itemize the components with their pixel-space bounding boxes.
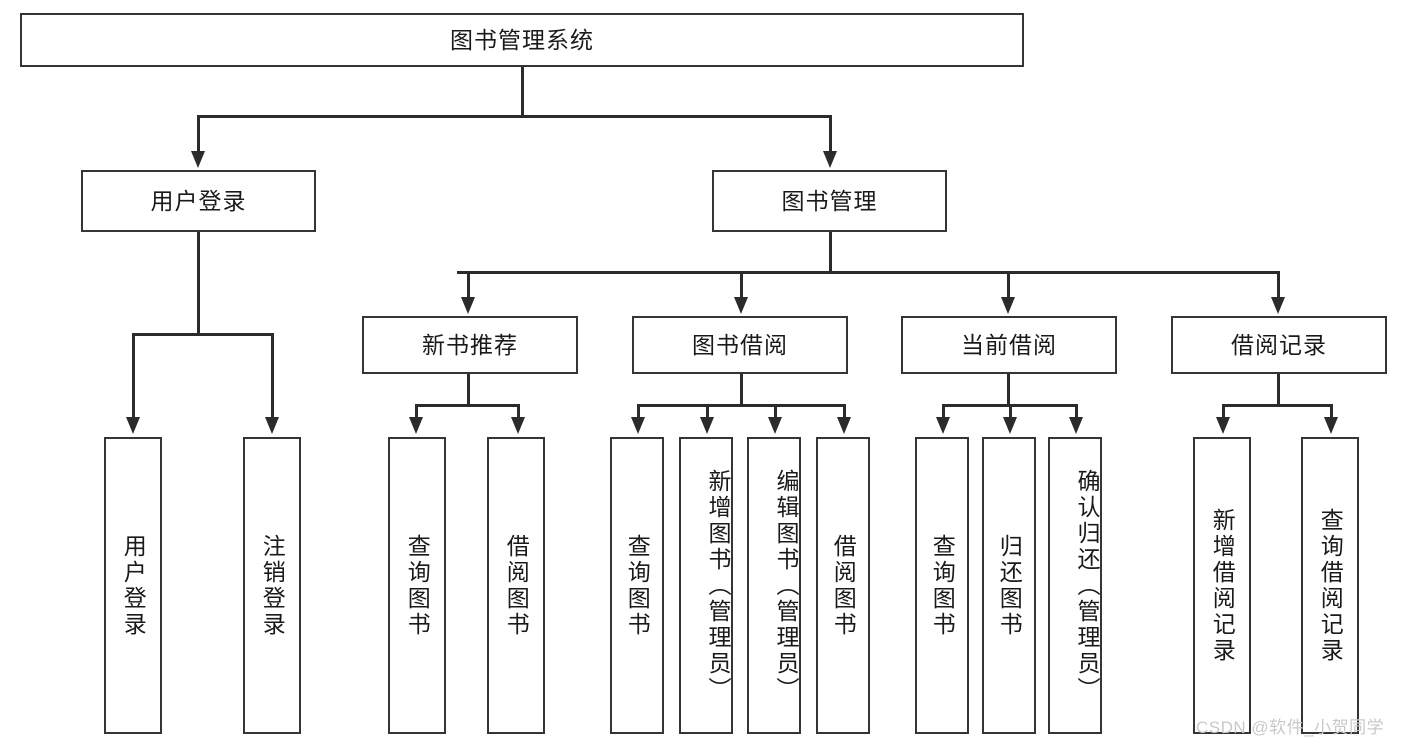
- node-label: 当前借阅: [961, 331, 1057, 358]
- leaf-nbr-borrow-book: 借阅图书: [487, 437, 545, 734]
- edge-bm-drop-1: [467, 271, 470, 299]
- node-label: 查询图书: [929, 533, 956, 638]
- node-label: 查询图书: [404, 533, 431, 638]
- node-label: 图书借阅: [692, 331, 788, 358]
- edge-book-manage-trunk: [829, 232, 832, 274]
- edge-bb-trunk: [740, 374, 743, 406]
- node-label: 借阅图书: [503, 533, 530, 638]
- edge-root-trunk: [521, 67, 524, 117]
- node-label: 编辑图书（管理员）: [773, 468, 799, 703]
- node-current-borrow: 当前借阅: [901, 316, 1117, 374]
- leaf-bb-add-book: 新增图书（管理员）: [679, 437, 733, 734]
- edge-bb-drop-1: [637, 404, 640, 419]
- node-label: 查询借阅记录: [1317, 507, 1344, 664]
- edge-root-to-book-manage: [829, 115, 832, 153]
- node-book-manage: 图书管理: [712, 170, 947, 232]
- arrow-to-user-login: [191, 151, 205, 168]
- node-label: 用户登录: [120, 533, 147, 638]
- edge-nbr-drop-1: [415, 404, 418, 419]
- arrow-to-new-book-recommend: [461, 297, 475, 314]
- edge-br-bus: [1222, 404, 1333, 407]
- edge-br-drop-2: [1330, 404, 1333, 419]
- edge-cb-trunk: [1007, 374, 1010, 406]
- node-label: 归还图书: [996, 533, 1023, 638]
- node-book-borrow: 图书借阅: [632, 316, 848, 374]
- node-label: 借阅记录: [1231, 331, 1327, 358]
- arrow-to-book-borrow: [734, 297, 748, 314]
- csdn-watermark: CSDN @软件_小贺同学: [1196, 718, 1385, 737]
- edge-bb-drop-3: [774, 404, 777, 419]
- leaf-bb-query-book: 查询图书: [610, 437, 664, 734]
- arrow-leaf-br-query-record: [1324, 417, 1338, 434]
- edge-nbr-bus: [415, 404, 520, 407]
- node-label: 注销登录: [259, 533, 286, 638]
- edge-bm-drop-3: [1007, 271, 1010, 299]
- node-new-book-recommend: 新书推荐: [362, 316, 578, 374]
- arrow-leaf-bb-borrow-book: [837, 417, 851, 434]
- node-label: 图书管理系统: [450, 26, 594, 53]
- edge-root-to-user-login: [197, 115, 200, 153]
- edge-book-manage-bus: [457, 271, 1279, 274]
- node-label: 图书管理: [781, 187, 878, 214]
- leaf-cb-confirm-return: 确认归还（管理员）: [1048, 437, 1102, 734]
- arrow-to-book-manage: [823, 151, 837, 168]
- arrow-leaf-cb-query-book: [936, 417, 950, 434]
- leaf-bb-borrow-book: 借阅图书: [816, 437, 870, 734]
- arrow-leaf-br-add-record: [1216, 417, 1230, 434]
- arrow-leaf-bb-edit-book: [768, 417, 782, 434]
- leaf-logout: 注销登录: [243, 437, 301, 734]
- edge-bb-bus: [637, 404, 846, 407]
- edge-br-trunk: [1277, 374, 1280, 406]
- leaf-cb-return-book: 归还图书: [982, 437, 1036, 734]
- node-label: 新增借阅记录: [1209, 507, 1236, 664]
- node-label: 借阅图书: [830, 533, 857, 638]
- leaf-cb-query-book: 查询图书: [915, 437, 969, 734]
- edge-cb-drop-1: [942, 404, 945, 419]
- edge-cb-drop-3: [1075, 404, 1078, 419]
- arrow-to-current-borrow: [1001, 297, 1015, 314]
- arrow-leaf-cb-return-book: [1003, 417, 1017, 434]
- leaf-br-add-record: 新增借阅记录: [1193, 437, 1251, 734]
- edge-bb-drop-4: [843, 404, 846, 419]
- node-label: 确认归还（管理员）: [1074, 468, 1100, 703]
- arrow-leaf-bb-add-book: [700, 417, 714, 434]
- leaf-br-query-record: 查询借阅记录: [1301, 437, 1359, 734]
- node-root-system: 图书管理系统: [20, 13, 1024, 67]
- edge-bb-drop-2: [706, 404, 709, 419]
- leaf-user-login: 用户登录: [104, 437, 162, 734]
- arrow-to-borrow-record: [1271, 297, 1285, 314]
- node-label: 新书推荐: [422, 331, 518, 358]
- node-user-login: 用户登录: [81, 170, 316, 232]
- edge-cb-drop-2: [1009, 404, 1012, 419]
- edge-user-login-drop-1: [132, 333, 135, 419]
- leaf-nbr-query-book: 查询图书: [388, 437, 446, 734]
- node-label: 用户登录: [150, 187, 247, 214]
- edge-bm-drop-4: [1277, 271, 1280, 299]
- arrow-leaf-bb-query-book: [631, 417, 645, 434]
- arrow-leaf-nbr-borrow-book: [511, 417, 525, 434]
- node-label: 新增图书（管理员）: [705, 468, 731, 703]
- node-label: 查询图书: [624, 533, 651, 638]
- edge-nbr-drop-2: [517, 404, 520, 419]
- edge-bm-drop-2: [740, 271, 743, 299]
- edge-root-bus: [197, 115, 832, 118]
- arrow-leaf-user-login: [126, 417, 140, 434]
- arrow-leaf-cb-confirm-return: [1069, 417, 1083, 434]
- edge-br-drop-1: [1222, 404, 1225, 419]
- arrow-leaf-logout: [265, 417, 279, 434]
- leaf-bb-edit-book: 编辑图书（管理员）: [747, 437, 801, 734]
- edge-user-login-trunk: [197, 232, 200, 335]
- edge-user-login-bus: [132, 333, 274, 336]
- arrow-leaf-nbr-query-book: [409, 417, 423, 434]
- node-borrow-record: 借阅记录: [1171, 316, 1387, 374]
- edge-nbr-trunk: [467, 374, 470, 406]
- edge-user-login-drop-2: [271, 333, 274, 419]
